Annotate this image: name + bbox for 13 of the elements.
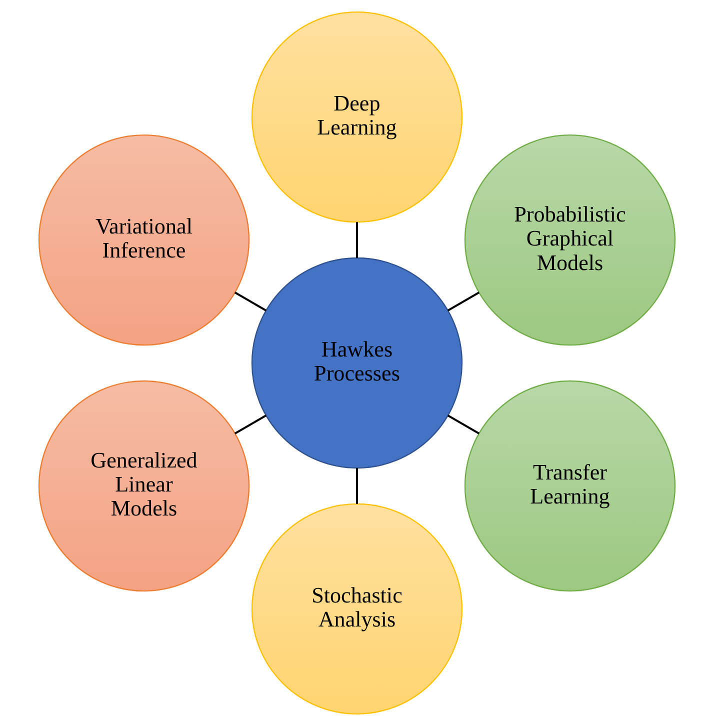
connector: [234, 292, 267, 312]
connector: [447, 292, 480, 312]
connector: [234, 414, 267, 434]
node-circle: Generalized Linear Models: [38, 380, 250, 592]
node-circle: Deep Learning: [251, 11, 463, 223]
connector: [356, 468, 358, 504]
connector: [447, 414, 480, 434]
node-circle: Stochastic Analysis: [251, 503, 463, 715]
connector: [356, 222, 358, 258]
node-circle: Transfer Learning: [464, 380, 676, 592]
node-circle: Probabilistic Graphical Models: [464, 134, 676, 346]
node-circle: Variational Inference: [38, 134, 250, 346]
node-circle: Hawkes Processes: [251, 257, 463, 469]
